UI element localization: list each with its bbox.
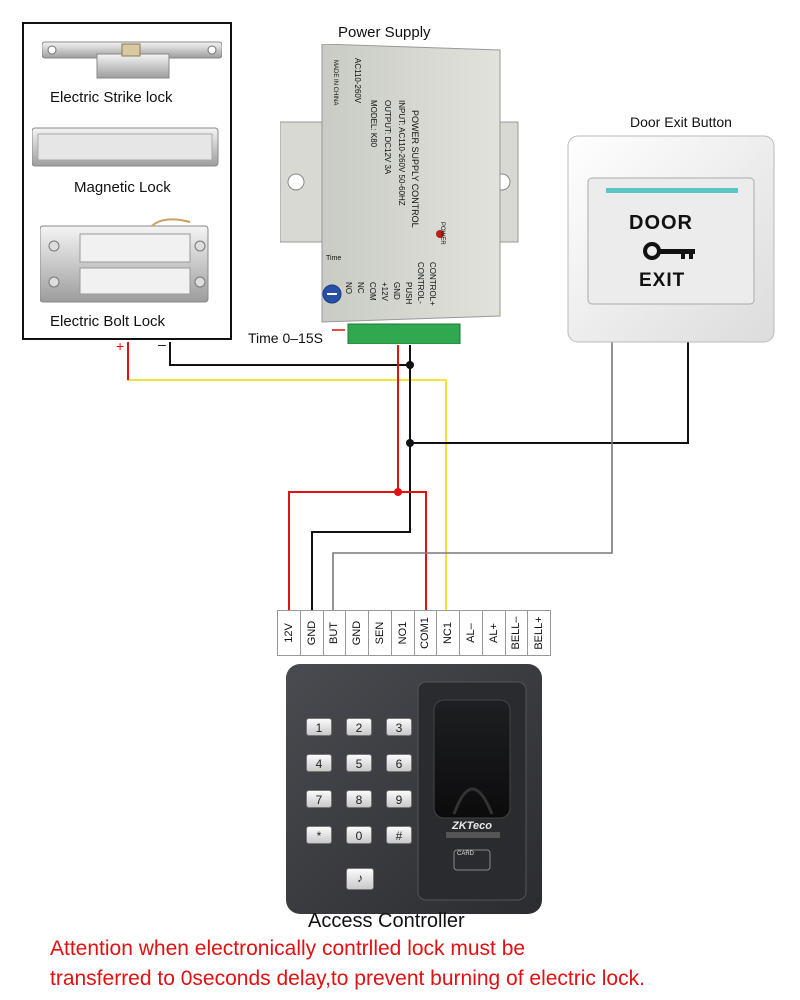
controller-terminal-label: NC1 xyxy=(442,621,455,645)
controller-brand: ZKTeco xyxy=(452,820,492,832)
controller-terminal-label: NO1 xyxy=(396,621,409,645)
access-controller-body xyxy=(286,664,542,914)
exit-button-line2: EXIT xyxy=(639,270,686,291)
red-wire-ctrl-com1 xyxy=(398,491,427,610)
keypad-key[interactable]: 8 xyxy=(346,790,372,808)
black-wire-lock-minus xyxy=(169,342,410,366)
controller-terminal: BELL– xyxy=(506,611,529,655)
electric-strike-lock-image xyxy=(42,41,222,79)
junction-dot xyxy=(406,361,414,369)
controller-terminal: NO1 xyxy=(392,611,415,655)
keypad-key[interactable]: 4 xyxy=(306,754,332,772)
key-icon xyxy=(643,242,695,260)
red-wire-ctrl-12v xyxy=(288,491,398,610)
controller-terminal-label: BELL– xyxy=(510,616,523,650)
psu-time-label: Time xyxy=(326,255,342,262)
psu-brand-text: POWER SUPPLY CONTROL xyxy=(410,110,420,228)
controller-terminal-label: GND xyxy=(305,620,318,646)
black-wire-ctrl-gnd xyxy=(311,443,411,610)
controller-terminal: SEN xyxy=(369,611,392,655)
black-wire-exit xyxy=(410,342,689,444)
controller-terminal-label: AL– xyxy=(464,623,477,643)
bell-icon[interactable]: ♪ xyxy=(346,868,374,890)
psu-terminal-12v: +12V xyxy=(380,282,389,301)
keypad-key[interactable]: 1 xyxy=(306,718,332,736)
psu-terminal-no: NO xyxy=(344,282,353,294)
keypad-key[interactable]: * xyxy=(306,826,332,844)
psu-power-led-label: POWER xyxy=(439,222,445,245)
controller-terminal: COM1 xyxy=(415,611,438,655)
card-reader-label: CARD xyxy=(457,851,475,857)
psu-terminal-control-minus: CONTROL- xyxy=(416,262,425,304)
controller-terminal: AL+ xyxy=(483,611,506,655)
lock-minus-marker: – xyxy=(158,336,166,352)
power-supply-unit xyxy=(280,44,519,344)
psu-input-text: INPUT: AC110-260V 50-60HZ xyxy=(397,100,406,206)
controller-terminal: BELL+ xyxy=(528,611,550,655)
gray-wire-exit-but xyxy=(332,342,613,610)
psu-model-text: MODEL: K80 xyxy=(369,100,378,148)
keypad-key[interactable]: 5 xyxy=(346,754,372,772)
psu-terminal-nc: NC xyxy=(356,282,365,294)
controller-terminal: AL– xyxy=(460,611,483,655)
access-controller-caption: Access Controller xyxy=(308,910,465,932)
keypad-key[interactable]: 7 xyxy=(306,790,332,808)
psu-terminal-gnd: GND xyxy=(392,282,401,300)
controller-terminal-label: 12V xyxy=(282,623,295,643)
controller-terminal: GND xyxy=(346,611,369,655)
controller-terminal-label: SEN xyxy=(373,621,386,645)
controller-terminal-label: COM1 xyxy=(419,617,432,649)
psu-terminal-com: COM xyxy=(368,282,377,301)
psu-terminal-labels: NO NC COM +12V GND PUSH CONTROL- CONTROL… xyxy=(344,258,465,318)
keypad-key[interactable]: 6 xyxy=(386,754,412,772)
electric-strike-lock-label: Electric Strike lock xyxy=(50,89,173,106)
attention-line-1: Attention when electronically contrlled … xyxy=(50,937,526,960)
magnetic-lock-image xyxy=(32,127,219,167)
electric-bolt-lock-label: Electric Bolt Lock xyxy=(50,313,166,330)
controller-terminal-label: AL+ xyxy=(487,623,500,643)
psu-made-text: MADE IN CHINA xyxy=(332,60,338,106)
exit-button-title: Door Exit Button xyxy=(630,114,732,130)
psu-terminal-push: PUSH xyxy=(404,282,413,305)
psu-output-text: OUTPUT: DC12V 3A xyxy=(383,100,392,175)
controller-terminal: GND xyxy=(301,611,324,655)
controller-terminal: 12V xyxy=(278,611,301,655)
keypad-key[interactable]: 9 xyxy=(386,790,412,808)
power-supply-title: Power Supply xyxy=(338,24,431,41)
magnetic-lock-label: Magnetic Lock xyxy=(74,179,171,196)
psu-ac-text: AC110-260V xyxy=(353,58,362,104)
attention-line-2: transferred to 0seconds delay,to prevent… xyxy=(50,967,645,990)
junction-dot xyxy=(406,439,414,447)
junction-dot xyxy=(394,488,402,496)
keypad-key[interactable]: # xyxy=(386,826,412,844)
psu-terminal-control-plus: CONTROL+ xyxy=(428,262,437,306)
timer-note: Time 0–15S xyxy=(248,330,323,346)
keypad-key[interactable]: 3 xyxy=(386,718,412,736)
exit-button-line1: DOOR xyxy=(629,212,693,234)
controller-terminal: NC1 xyxy=(437,611,460,655)
keypad-key[interactable]: 2 xyxy=(346,718,372,736)
controller-terminal-strip: 12V GND BUT GND SEN NO1 COM1 NC1 AL– AL+ BELL– BELL… xyxy=(277,610,551,656)
controller-terminal-label: BUT xyxy=(328,622,341,644)
controller-terminal-label: GND xyxy=(351,620,364,646)
controller-terminal-label: BELL+ xyxy=(533,616,546,650)
lock-plus-marker: + xyxy=(116,338,125,354)
keypad-key[interactable]: 0 xyxy=(346,826,372,844)
electric-bolt-lock-image xyxy=(40,218,209,303)
controller-terminal: BUT xyxy=(324,611,347,655)
door-exit-button xyxy=(567,135,775,343)
